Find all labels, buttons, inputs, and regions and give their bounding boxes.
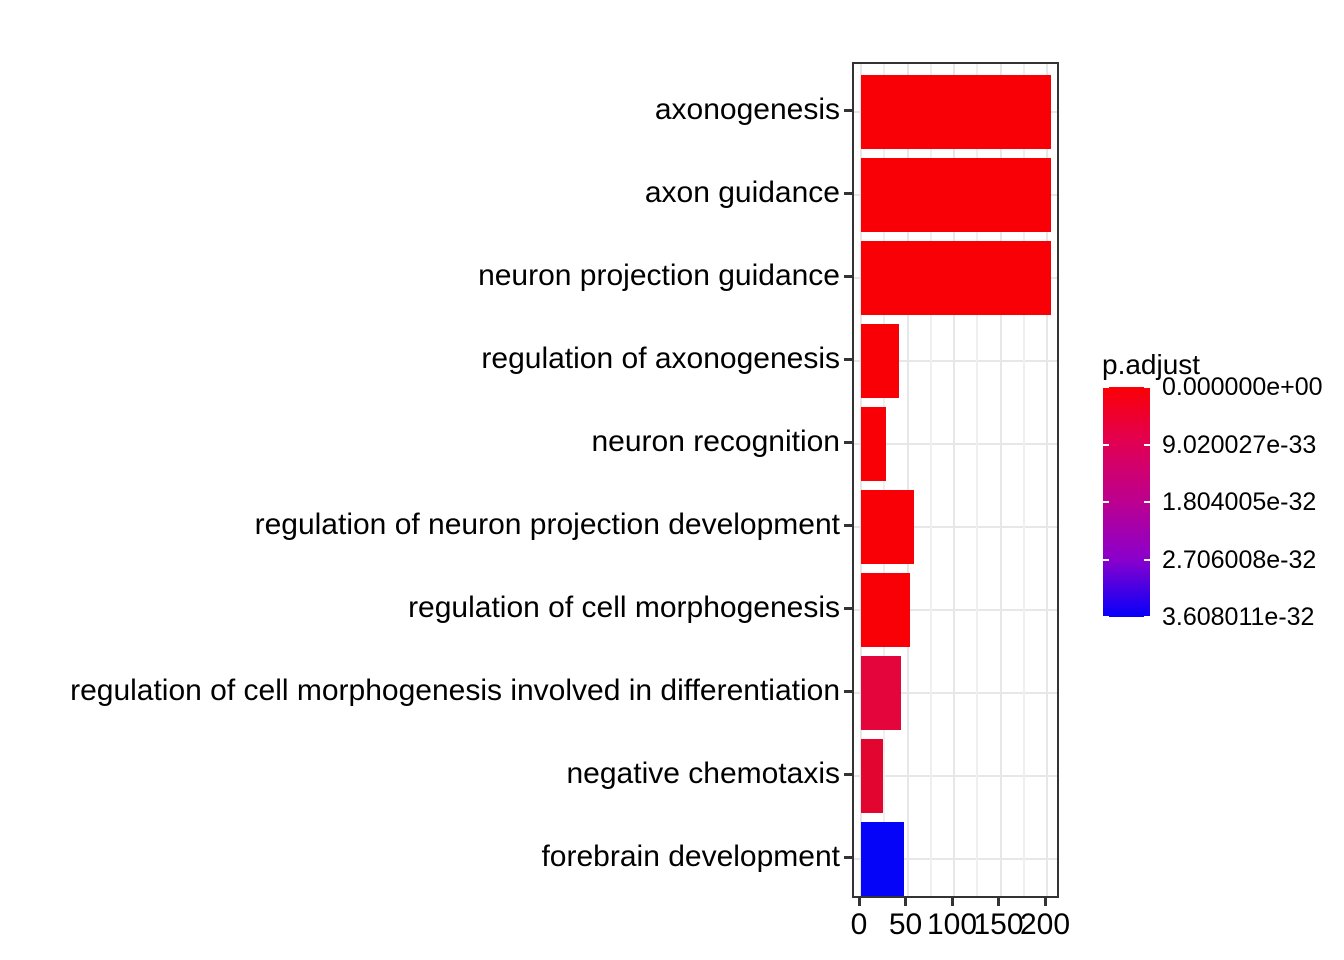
colorbar-tick-right <box>1144 616 1150 618</box>
y-axis-label: regulation of neuron projection developm… <box>254 508 840 541</box>
colorbar-tick-label: 9.020027e-33 <box>1162 430 1317 459</box>
colorbar-tick-left <box>1103 386 1109 388</box>
v-minor-gridline <box>1022 64 1025 896</box>
y-axis-label: axon guidance <box>644 176 840 209</box>
h-gridline <box>854 526 1057 528</box>
y-axis-label: negative chemotaxis <box>566 757 841 790</box>
bar <box>861 573 910 647</box>
y-axis-label: neuron projection guidance <box>478 259 840 292</box>
y-axis-label: regulation of axonogenesis <box>481 342 840 375</box>
colorbar-tick-right <box>1144 558 1150 561</box>
h-gridline <box>854 609 1057 611</box>
x-tick-mark <box>904 898 907 906</box>
x-tick-mark <box>1043 898 1047 906</box>
bar <box>861 490 914 564</box>
v-major-gridline <box>1046 64 1048 896</box>
y-tick-mark <box>844 191 852 195</box>
colorbar-tick-right <box>1144 443 1150 446</box>
bar <box>861 75 1051 149</box>
colorbar-tick-right <box>1144 386 1150 388</box>
v-major-gridline <box>906 64 909 896</box>
h-gridline <box>854 775 1057 777</box>
y-tick-mark <box>844 772 852 776</box>
x-tick-mark <box>997 898 1000 906</box>
bar <box>861 241 1051 315</box>
v-major-gridline <box>953 64 955 896</box>
colorbar-tick-label: 0.000000e+00 <box>1162 373 1323 401</box>
h-gridline <box>854 360 1057 362</box>
plot-panel <box>852 62 1059 898</box>
colorbar-tick-label: 2.706008e-32 <box>1162 545 1317 574</box>
y-tick-mark <box>844 689 852 693</box>
y-tick-mark <box>844 108 852 112</box>
h-gridline <box>854 692 1057 694</box>
colorbar-tick-label: 1.804005e-32 <box>1162 488 1317 516</box>
x-tick-mark <box>857 898 861 906</box>
colorbar-tick-right <box>1144 501 1150 503</box>
x-axis-tick-label: 150 <box>973 908 1024 941</box>
x-tick-mark <box>950 898 954 906</box>
bar <box>861 739 883 813</box>
h-gridline <box>854 443 1057 445</box>
y-tick-mark <box>844 357 852 361</box>
y-tick-mark <box>844 523 852 527</box>
y-tick-mark <box>844 440 852 444</box>
v-minor-gridline <box>929 64 932 896</box>
colorbar-tick-left <box>1103 501 1109 503</box>
colorbar-tick-left <box>1103 616 1109 618</box>
colorbar-tick-label: 3.608011e-32 <box>1162 603 1315 631</box>
y-axis-label: regulation of cell morphogenesis <box>408 591 840 624</box>
y-axis-label: axonogenesis <box>654 93 840 126</box>
bar <box>861 158 1051 232</box>
legend-title: p.adjust <box>1102 349 1201 380</box>
y-axis-label: neuron recognition <box>591 425 840 458</box>
y-axis-label: regulation of cell morphogenesis involve… <box>70 674 840 707</box>
x-axis-tick-label: 50 <box>888 908 923 941</box>
x-axis-tick-label: 200 <box>1019 908 1071 941</box>
bar <box>861 407 886 481</box>
y-axis-label: forebrain development <box>541 840 840 873</box>
v-minor-gridline <box>976 64 979 896</box>
h-gridline <box>854 858 1057 860</box>
x-axis-tick-label: 0 <box>850 908 868 941</box>
bar <box>861 822 904 896</box>
colorbar-gradient <box>1103 387 1150 617</box>
y-tick-mark <box>844 855 852 859</box>
colorbar-tick-left <box>1103 443 1109 446</box>
y-tick-mark <box>844 274 852 278</box>
bar <box>861 656 901 730</box>
x-axis-tick-label: 100 <box>926 908 978 941</box>
colorbar-tick-left <box>1103 558 1109 561</box>
v-major-gridline <box>999 64 1002 896</box>
y-tick-mark <box>844 606 852 610</box>
bar <box>861 324 899 398</box>
